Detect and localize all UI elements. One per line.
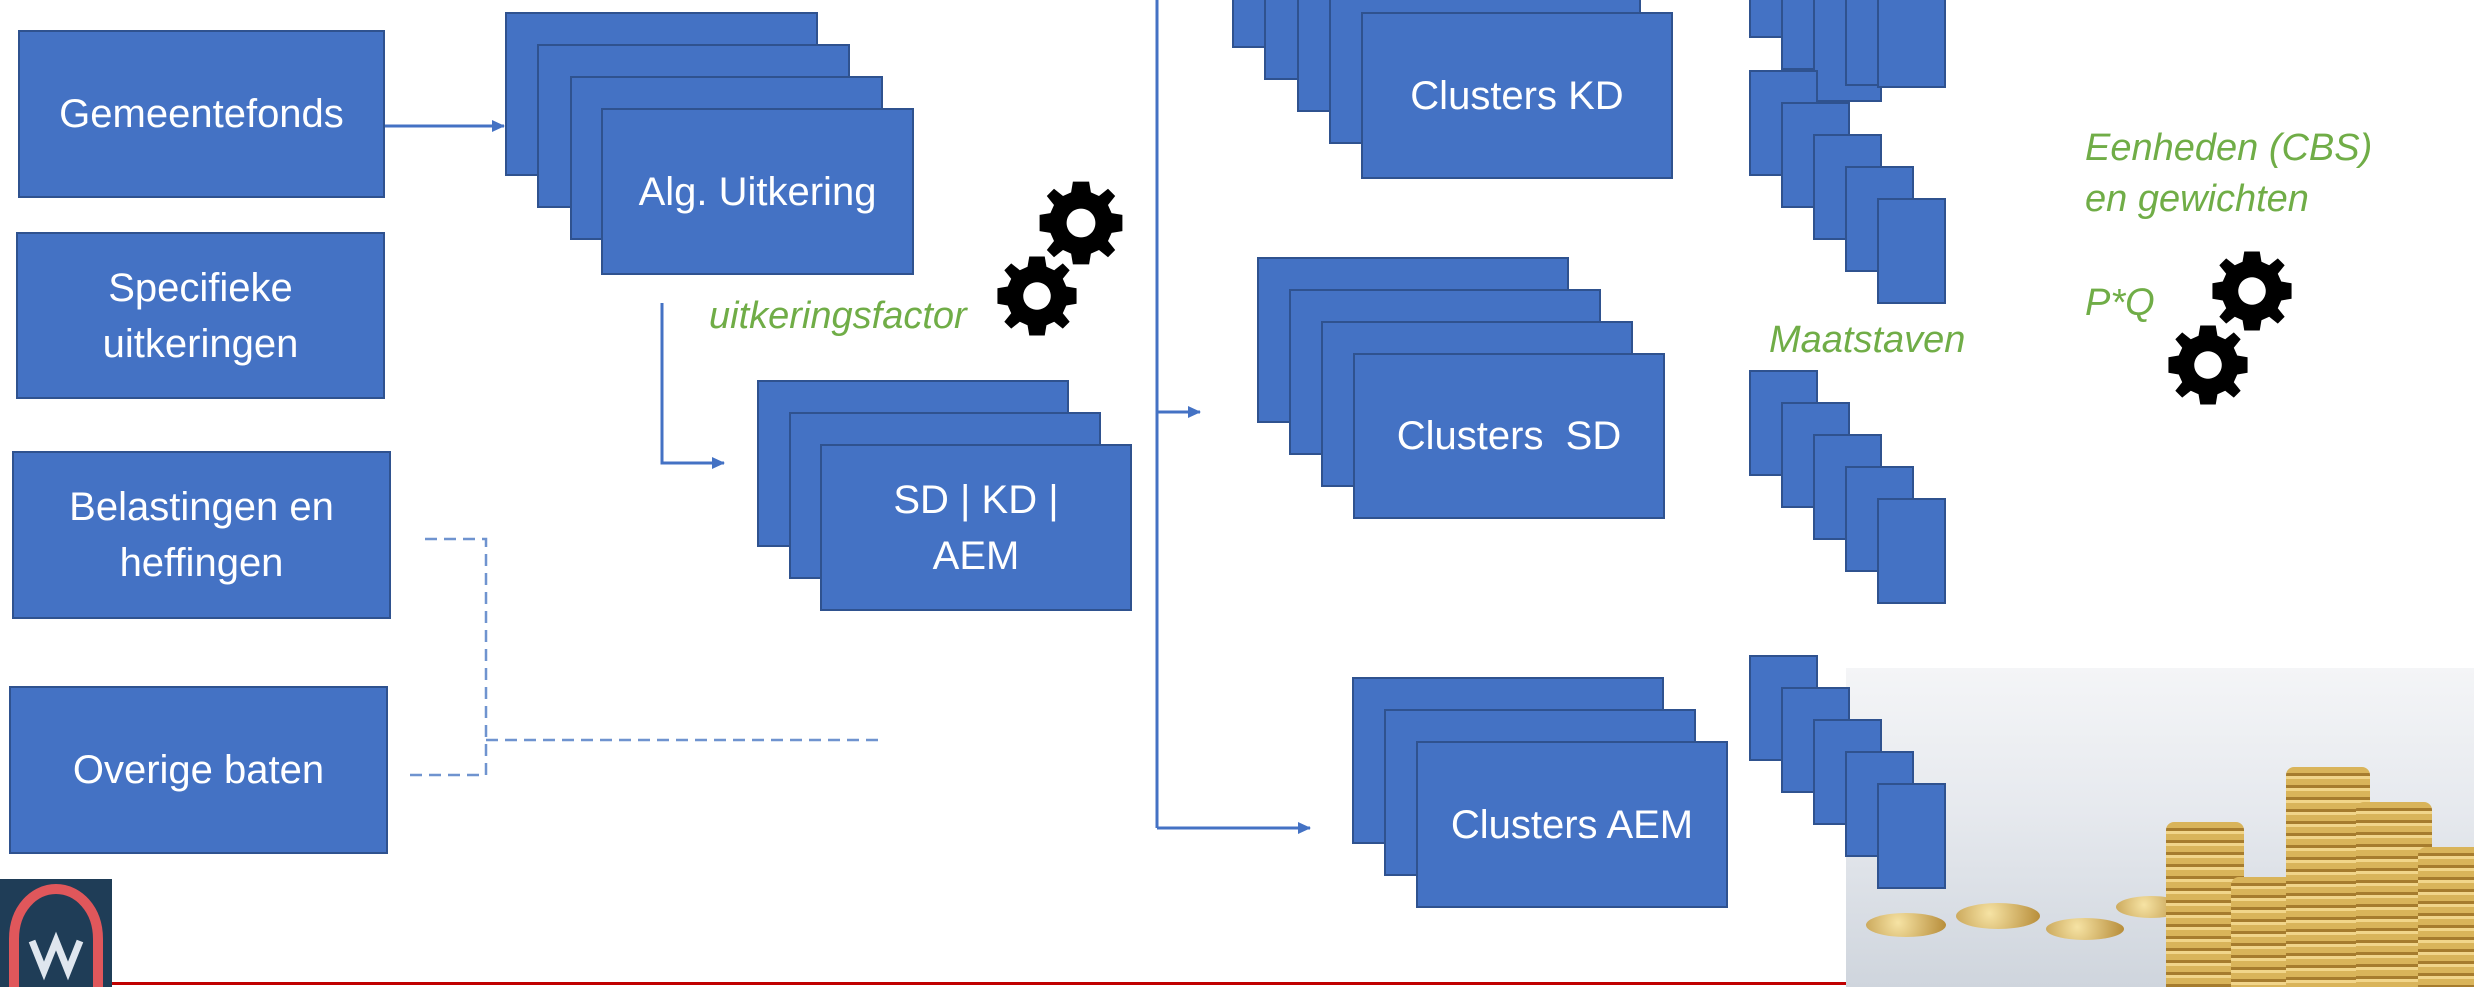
bottom-red-rule [112, 982, 1846, 985]
pq-label: P*Q [2085, 282, 2155, 324]
maatstaven-label: Maatstaven [1769, 319, 1966, 361]
lightbulb-logo-graphic [9, 883, 103, 987]
clusters-aem-box: Clusters AEM [1416, 741, 1728, 908]
alg-uitkering-box: Alg. Uitkering [601, 108, 914, 275]
gemeentefonds-label: Gemeentefonds [59, 92, 344, 136]
maatstaf-card [1877, 0, 1946, 88]
maatstaf-card [1877, 498, 1946, 604]
overige-baten-box: Overige baten [9, 686, 388, 854]
coin-flat [2046, 918, 2124, 940]
belastingen-heffingen-label: Belastingen en heffingen [69, 485, 334, 585]
specifieke-uitkeringen-label: Specifieke uitkeringen [102, 265, 299, 366]
clusters-sd-box: Clusters SD [1353, 353, 1665, 519]
gear-icon [1039, 181, 1123, 265]
clusters-kd-box: Clusters KD [1361, 12, 1673, 179]
alg-uitkering-label: Alg. Uitkering [638, 169, 877, 214]
coin-flat [1866, 913, 1946, 937]
uitkeringsfactor-label: uitkeringsfactor [709, 295, 967, 337]
gear-icon [2212, 251, 2292, 331]
overige-baten-label: Overige baten [72, 748, 325, 792]
gear-icon [997, 256, 1077, 336]
maatstaf-card [1877, 198, 1946, 304]
dashed-connector [405, 537, 882, 777]
specifieke-uitkeringen-box: Specifieke uitkeringen [16, 232, 385, 399]
sdkdaem-box: SD | KD | AEM [820, 444, 1132, 611]
coin-stack [2418, 847, 2474, 987]
gemeentefonds-box: Gemeentefonds [18, 30, 385, 198]
clusters-sd-label: Clusters SD [1396, 414, 1622, 458]
sdkdaem-label: SD | KD | AEM [893, 477, 1059, 578]
eenheden-gewichten-label: Eenheden (CBS) en gewichten [2085, 127, 2373, 221]
maatstaf-card [1877, 783, 1946, 889]
lightbulb-logo-icon [0, 879, 112, 987]
clusters-aem-label: Clusters AEM [1450, 802, 1694, 847]
arrow-alg-to-sdkdaem [660, 303, 725, 469]
belastingen-heffingen-box: Belastingen en heffingen [12, 451, 391, 619]
clusters-kd-label: Clusters KD [1410, 73, 1624, 118]
coin-flat [1956, 903, 2040, 929]
coin-stacks-photo [1846, 668, 2474, 987]
gear-icon [2168, 325, 2248, 405]
